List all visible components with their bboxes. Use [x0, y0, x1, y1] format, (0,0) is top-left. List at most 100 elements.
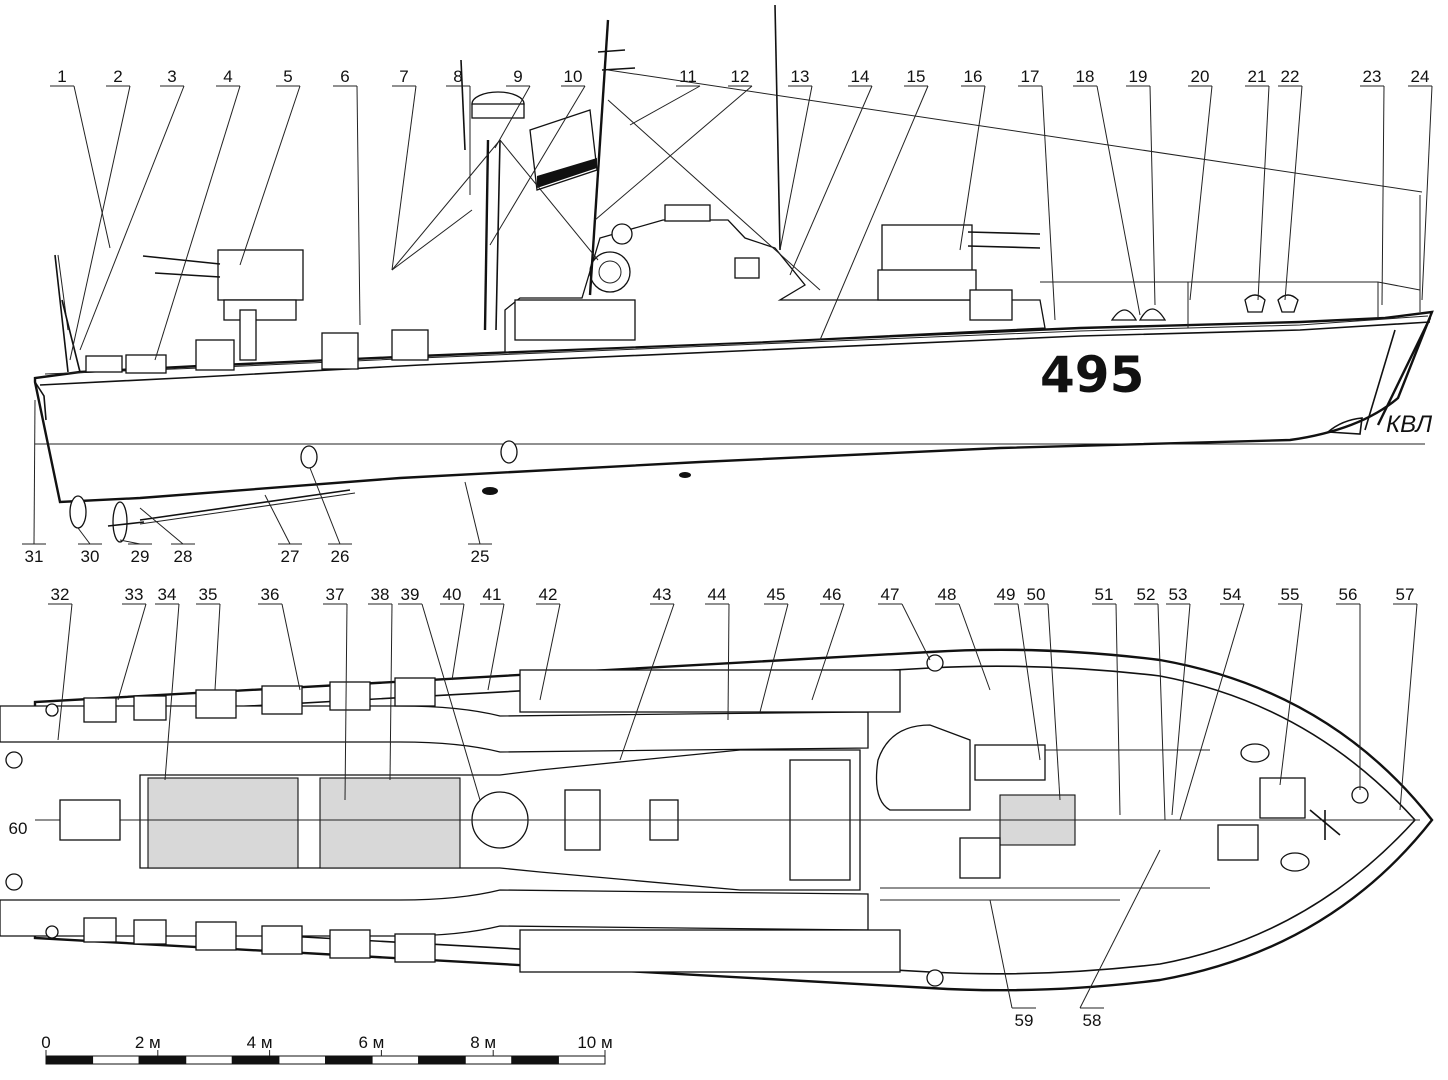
plan-callout-54: 54: [1223, 585, 1242, 604]
plan-callout-57: 57: [1396, 585, 1415, 604]
scale-label: 0: [41, 1033, 50, 1052]
scale-label: 8 м: [470, 1033, 496, 1052]
aft-deck-box: [125, 354, 167, 374]
side-callout-9: 9: [513, 67, 522, 86]
side-callout-5: 5: [283, 67, 292, 86]
plan-callout-44: 44: [708, 585, 727, 604]
scale-label: 2 м: [135, 1033, 161, 1052]
plan-callout-42: 42: [539, 585, 558, 604]
plan-callout-40: 40: [443, 585, 462, 604]
scale-segment: [464, 1055, 513, 1065]
side-callout-6: 6: [340, 67, 349, 86]
plan-callout-48: 48: [938, 585, 957, 604]
plan-callout-58: 58: [1083, 1011, 1102, 1030]
scale-segment: [231, 1055, 280, 1065]
life-ring: [589, 251, 631, 293]
side-callout-22: 22: [1281, 67, 1300, 86]
waterline-label: КВЛ: [1386, 411, 1433, 438]
plan-callout-49: 49: [997, 585, 1016, 604]
side-callout-14: 14: [851, 67, 870, 86]
plan-callout-53: 53: [1169, 585, 1188, 604]
side-callout-16: 16: [964, 67, 983, 86]
plan-callout-37: 37: [326, 585, 345, 604]
plan-callout-52: 52: [1137, 585, 1156, 604]
plan-callout-55: 55: [1281, 585, 1300, 604]
side-callout-30: 30: [81, 547, 100, 566]
side-callout-29: 29: [131, 547, 150, 566]
radar-mast: [483, 139, 490, 331]
scale-segment: [557, 1055, 606, 1065]
aft-gun-turret: [217, 249, 304, 301]
plan-callout-43: 43: [653, 585, 672, 604]
deck-edge: [39, 321, 1431, 386]
side-callout-21: 21: [1248, 67, 1267, 86]
plan-callout-56: 56: [1339, 585, 1358, 604]
scale-segment: [418, 1055, 466, 1065]
side-callout-1: 1: [57, 67, 66, 86]
plan-callout-32: 32: [51, 585, 70, 604]
scale-label: 4 м: [247, 1033, 273, 1052]
side-callout-27: 27: [281, 547, 300, 566]
side-callout-3: 3: [167, 67, 176, 86]
side-callout-10: 10: [564, 67, 583, 86]
scale-segment: [325, 1055, 373, 1065]
plan-callout-33: 33: [125, 585, 144, 604]
scale-segment: [45, 1055, 94, 1065]
porthole-2: [500, 440, 518, 464]
scale-segment: [138, 1055, 187, 1065]
fwd-gun-turret: [881, 224, 973, 276]
side-callout-4: 4: [223, 67, 232, 86]
scale-bar: 0 2 м 4 м 6 м 8 м 10 м: [41, 1033, 613, 1065]
plan-callout-46: 46: [823, 585, 842, 604]
scale-segment: [278, 1055, 326, 1065]
side-callout-18: 18: [1076, 67, 1095, 86]
side-callout-7: 7: [399, 67, 408, 86]
side-callout-2: 2: [113, 67, 122, 86]
deck-outline: [33, 648, 1434, 992]
plan-callout-38: 38: [371, 585, 390, 604]
scale-segment: [92, 1055, 140, 1065]
plan-callout-60: 60: [9, 819, 28, 838]
bridge: [504, 219, 1046, 353]
side-callout-13: 13: [791, 67, 810, 86]
side-callout-8: 8: [453, 67, 462, 86]
rudder: [69, 495, 87, 529]
scale-segment: [511, 1055, 559, 1065]
scale-segment: [371, 1055, 420, 1065]
plan-callout-34: 34: [158, 585, 177, 604]
main-mast: [588, 19, 610, 296]
hull-number: 495: [1040, 346, 1144, 404]
side-callout-11: 11: [679, 67, 697, 86]
side-callout-12: 12: [731, 67, 750, 86]
scale-label: 10 м: [577, 1033, 612, 1052]
starboard-torpedo-tube: [0, 889, 869, 937]
side-callout-28: 28: [174, 547, 193, 566]
side-callout-31: 31: [25, 547, 44, 566]
side-callout-24: 24: [1411, 67, 1430, 86]
plan-callout-35: 35: [199, 585, 218, 604]
side-callout-25: 25: [471, 547, 490, 566]
fwd-gun-mount: [875, 724, 971, 811]
plan-callout-41: 41: [483, 585, 502, 604]
propeller: [112, 501, 128, 543]
scale-label: 6 м: [358, 1033, 384, 1052]
side-callout-15: 15: [907, 67, 926, 86]
side-callout-19: 19: [1129, 67, 1148, 86]
plan-callout-47: 47: [881, 585, 900, 604]
scale-segment: [185, 1055, 233, 1065]
side-callout-20: 20: [1191, 67, 1210, 86]
port-torpedo-tube: [0, 705, 869, 753]
plan-callout-50: 50: [1027, 585, 1046, 604]
side-callout-23: 23: [1363, 67, 1382, 86]
plan-callout-51: 51: [1095, 585, 1114, 604]
side-callout-26: 26: [331, 547, 350, 566]
plan-callout-59: 59: [1015, 1011, 1034, 1030]
plan-callout-45: 45: [767, 585, 786, 604]
porthole-1: [300, 445, 318, 469]
plan-callout-36: 36: [261, 585, 280, 604]
